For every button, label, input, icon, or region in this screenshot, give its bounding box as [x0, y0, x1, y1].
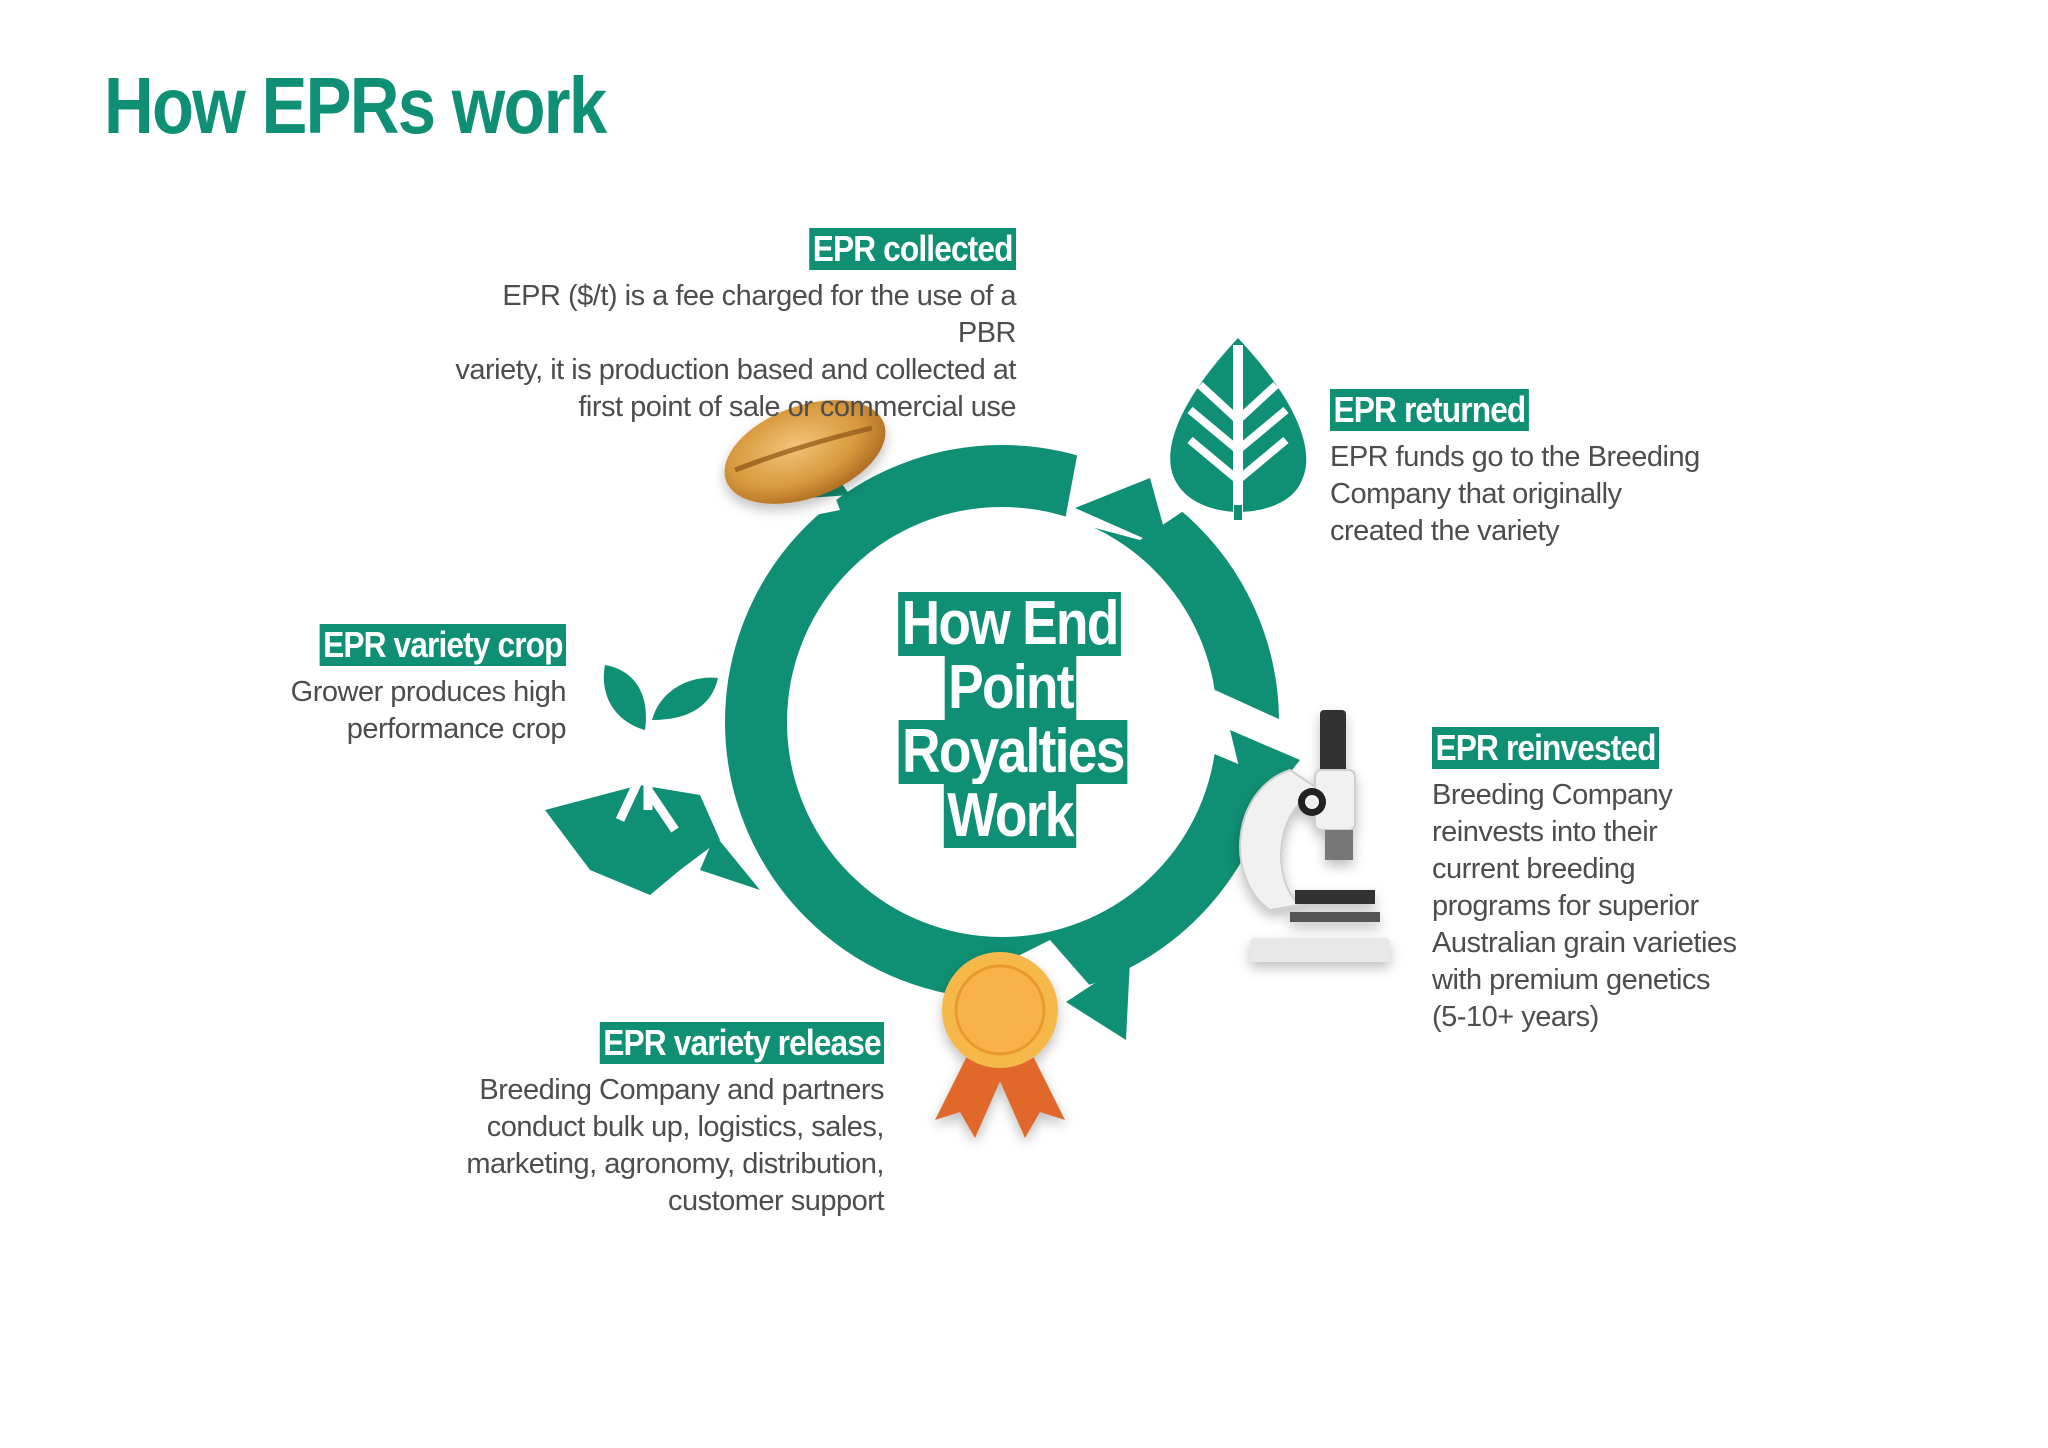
- stage-description: EPR ($/t) is a fee charged for the use o…: [440, 278, 1016, 426]
- arrow-head-returned-to-reinvested: [1230, 730, 1300, 820]
- description-line: customer support: [667, 1185, 885, 1217]
- description-line: Australian grain varieties: [1432, 927, 1737, 959]
- description-line: Company that originally: [1330, 478, 1622, 510]
- description-line: conduct bulk up, logistics, sales,: [486, 1111, 885, 1143]
- description-line: Grower produces high: [290, 676, 567, 708]
- description-line: programs for superior: [1432, 890, 1699, 922]
- center-title: How End Point Royalties Work: [880, 592, 1140, 848]
- grain-icon: [724, 400, 886, 504]
- stage-reinvested: EPR reinvested Breeding Company reinvest…: [1432, 727, 1852, 1036]
- description-line: current breeding: [1432, 853, 1636, 885]
- description-line: (5-10+ years): [1432, 1001, 1599, 1033]
- description-line: marketing, agronomy, distribution,: [466, 1148, 884, 1180]
- center-title-line: How End: [898, 592, 1122, 656]
- center-title-line: Point: [944, 656, 1076, 720]
- arrow-head-release-to-crop: [700, 835, 760, 890]
- stage-label: EPR reinvested: [1432, 727, 1660, 769]
- stage-description: Breeding Company and partners conduct bu…: [440, 1072, 884, 1220]
- stage-description: Grower produces high performance crop: [240, 674, 567, 748]
- stage-variety-crop: EPR variety crop Grower produces high pe…: [240, 624, 567, 748]
- description-line: with premium genetics: [1432, 964, 1711, 996]
- arrow-head-collected-to-returned: [1075, 478, 1170, 550]
- description-line: Breeding Company and partners: [479, 1074, 884, 1106]
- description-line: performance crop: [346, 713, 567, 745]
- description-line: reinvests into their: [1432, 816, 1658, 848]
- center-title-line: Royalties: [898, 720, 1128, 784]
- stage-label: EPR variety crop: [319, 624, 566, 666]
- description-line: EPR funds go to the Breeding: [1330, 441, 1700, 473]
- stage-variety-release: EPR variety release Breeding Company and…: [440, 1022, 885, 1220]
- award-ribbon-icon: [935, 952, 1065, 1138]
- leaf-icon: [1170, 338, 1307, 520]
- page-title: How EPRs work: [104, 61, 607, 150]
- description-line: first point of sale or commercial use: [578, 391, 1016, 423]
- stage-description: EPR funds go to the Breeding Company tha…: [1330, 439, 1750, 550]
- description-line: created the variety: [1330, 515, 1560, 547]
- stage-returned: EPR returned EPR funds go to the Breedin…: [1330, 389, 1750, 550]
- description-line: variety, it is production based and coll…: [455, 354, 1016, 386]
- microscope-icon: [1239, 710, 1390, 962]
- description-line: EPR ($/t) is a fee charged for the use o…: [502, 280, 1016, 349]
- center-title-line: Work: [943, 784, 1077, 848]
- stage-label: EPR collected: [809, 228, 1016, 270]
- description-line: Breeding Company: [1432, 779, 1673, 811]
- stage-label: EPR variety release: [599, 1022, 884, 1064]
- stage-label: EPR returned: [1330, 389, 1529, 431]
- arrow-head-reinvested-to-release: [1066, 960, 1130, 1040]
- seedling-icon: [545, 665, 720, 895]
- stage-collected: EPR collected EPR ($/t) is a fee charged…: [440, 228, 1017, 426]
- stage-description: Breeding Company reinvests into their cu…: [1432, 777, 1852, 1036]
